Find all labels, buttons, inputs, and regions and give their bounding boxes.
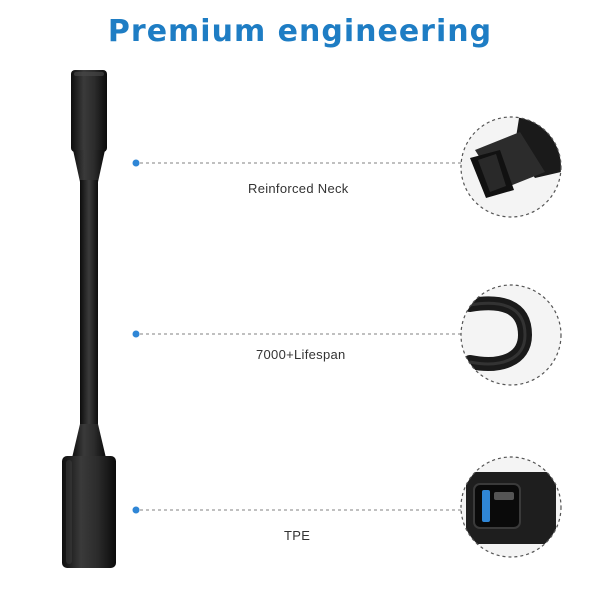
- usb-port-closeup-icon: [460, 456, 562, 558]
- cable-body: [80, 180, 98, 428]
- callout-line-1: [132, 159, 462, 167]
- usb-c-connector: [71, 70, 107, 152]
- callout-line-3: [132, 506, 462, 514]
- reinforced-neck: [73, 150, 105, 182]
- usb-c-adapter-cable: [62, 70, 116, 568]
- feature-label-reinforced-neck: Reinforced Neck: [248, 181, 349, 196]
- usb-a-female-connector: [62, 456, 116, 568]
- feature-label-lifespan: 7000+Lifespan: [256, 347, 346, 362]
- page-title: Premium engineering: [107, 14, 493, 49]
- cable-bend-closeup-icon: [460, 284, 562, 386]
- cable-neck-closeup-icon: [460, 116, 562, 218]
- feature-label-tpe: TPE: [284, 528, 311, 543]
- callout-line-2: [132, 330, 462, 338]
